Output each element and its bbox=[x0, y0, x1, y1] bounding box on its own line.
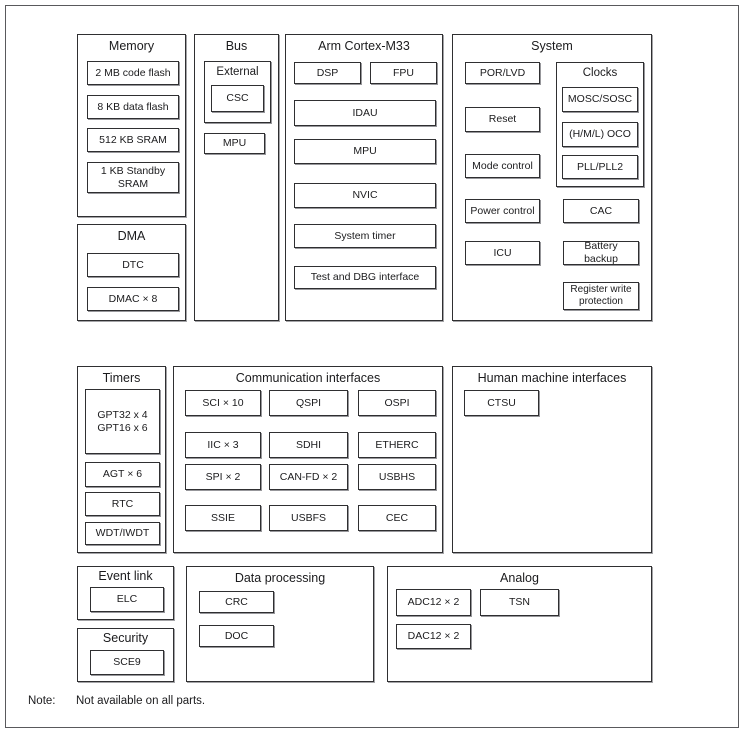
dma-title: DMA bbox=[117, 229, 146, 243]
cortex-box-mpu: MPU bbox=[294, 139, 436, 164]
cortex-box-test-dbg: Test and DBG interface bbox=[294, 266, 436, 289]
footnote-label: Note: bbox=[28, 695, 56, 707]
clocks-box-mosc-sosc: MOSC/SOSC bbox=[562, 87, 638, 112]
bus-external-group: External CSC bbox=[204, 61, 271, 123]
comm-box-ospi: OSPI bbox=[358, 390, 436, 416]
system-box-battery-backup: Battery backup bbox=[563, 240, 639, 265]
system-box-por-lvd: POR/LVD bbox=[465, 62, 540, 84]
analog-title: Analog bbox=[500, 571, 539, 585]
bus-box-mpu: MPU bbox=[204, 133, 265, 154]
analog-box-dac12: DAC12 × 2 bbox=[396, 624, 471, 649]
memory-box-standby-sram: 1 KB Standby SRAM bbox=[87, 162, 179, 193]
cortex-box-fpu: FPU bbox=[370, 62, 437, 84]
system-box-register-write-protection: Register write protection bbox=[563, 282, 639, 310]
bus-box-csc: CSC bbox=[211, 85, 264, 112]
dma-block: DMA DTC DMAC × 8 bbox=[77, 224, 186, 321]
event-link-title: Event link bbox=[98, 569, 153, 583]
security-block: Security SCE9 bbox=[77, 628, 174, 682]
comm-box-qspi: QSPI bbox=[269, 390, 348, 416]
system-box-mode-control: Mode control bbox=[465, 154, 540, 178]
security-title: Security bbox=[102, 631, 149, 645]
memory-title: Memory bbox=[108, 39, 155, 53]
event-link-block: Event link ELC bbox=[77, 566, 174, 620]
timers-box-wdt: WDT/IWDT bbox=[85, 522, 160, 545]
memory-box-data-flash: 8 KB data flash bbox=[87, 95, 179, 119]
system-clocks-group: Clocks MOSC/SOSC (H/M/L) OCO PLL/PLL2 bbox=[556, 62, 644, 187]
cortex-box-idau: IDAU bbox=[294, 100, 436, 126]
comm-box-iic: IIC × 3 bbox=[185, 432, 261, 458]
data-processing-title: Data processing bbox=[234, 571, 326, 585]
timers-box-rtc: RTC bbox=[85, 492, 160, 516]
cortex-block: Arm Cortex-M33 DSP FPU IDAU MPU NVIC Sys… bbox=[285, 34, 443, 321]
timers-block: Timers GPT32 x 4 GPT16 x 6 AGT × 6 RTC W… bbox=[77, 366, 166, 553]
timers-gpt16-label: GPT16 x 6 bbox=[97, 421, 148, 434]
timers-gpt32-label: GPT32 x 4 bbox=[97, 408, 148, 421]
cortex-title: Arm Cortex-M33 bbox=[318, 39, 410, 53]
bus-title: Bus bbox=[225, 39, 248, 53]
security-box-sce9: SCE9 bbox=[90, 650, 164, 675]
system-box-power-control: Power control bbox=[465, 199, 540, 223]
data-processing-box-crc: CRC bbox=[199, 591, 274, 613]
timers-box-agt: AGT × 6 bbox=[85, 462, 160, 487]
footnote-text: Not available on all parts. bbox=[76, 695, 206, 707]
timers-title: Timers bbox=[102, 371, 141, 385]
memory-block: Memory 2 MB code flash 8 KB data flash 5… bbox=[77, 34, 186, 217]
comm-box-etherc: ETHERC bbox=[358, 432, 436, 458]
comm-box-usbhs: USBHS bbox=[358, 464, 436, 490]
analog-box-tsn: TSN bbox=[480, 589, 559, 616]
cortex-box-dsp: DSP bbox=[294, 62, 361, 84]
memory-box-code-flash: 2 MB code flash bbox=[87, 61, 179, 85]
analog-box-adc12: ADC12 × 2 bbox=[396, 589, 471, 616]
comm-box-sci: SCI × 10 bbox=[185, 390, 261, 416]
comm-box-canfd: CAN-FD × 2 bbox=[269, 464, 348, 490]
system-box-cac: CAC bbox=[563, 199, 639, 223]
bus-external-title: External bbox=[216, 66, 259, 78]
clocks-box-pll: PLL/PLL2 bbox=[562, 155, 638, 179]
comm-box-usbfs: USBFS bbox=[269, 505, 348, 531]
system-box-icu: ICU bbox=[465, 241, 540, 265]
memory-box-sram: 512 KB SRAM bbox=[87, 128, 179, 152]
cortex-box-system-timer: System timer bbox=[294, 224, 436, 248]
dma-box-dtc: DTC bbox=[87, 253, 179, 277]
data-processing-box-doc: DOC bbox=[199, 625, 274, 647]
hmi-box-ctsu: CTSU bbox=[464, 390, 539, 416]
system-block: System POR/LVD Reset Mode control Power … bbox=[452, 34, 652, 321]
hmi-block: Human machine interfaces CTSU bbox=[452, 366, 652, 553]
comm-block: Communication interfaces SCI × 10 QSPI O… bbox=[173, 366, 443, 553]
comm-box-ssie: SSIE bbox=[185, 505, 261, 531]
cortex-box-nvic: NVIC bbox=[294, 183, 436, 208]
event-link-box-elc: ELC bbox=[90, 587, 164, 612]
comm-box-cec: CEC bbox=[358, 505, 436, 531]
system-title: System bbox=[531, 39, 573, 53]
data-processing-block: Data processing CRC DOC bbox=[186, 566, 374, 682]
comm-box-spi: SPI × 2 bbox=[185, 464, 261, 490]
dma-box-dmac: DMAC × 8 bbox=[87, 287, 179, 311]
comm-title: Communication interfaces bbox=[235, 371, 381, 385]
bus-block: Bus External CSC MPU bbox=[194, 34, 279, 321]
analog-block: Analog ADC12 × 2 TSN DAC12 × 2 bbox=[387, 566, 652, 682]
hmi-title: Human machine interfaces bbox=[477, 371, 627, 385]
timers-box-gpt: GPT32 x 4 GPT16 x 6 bbox=[85, 389, 160, 454]
clocks-box-oco: (H/M/L) OCO bbox=[562, 122, 638, 147]
comm-box-sdhi: SDHI bbox=[269, 432, 348, 458]
system-box-reset: Reset bbox=[465, 107, 540, 132]
system-clocks-title: Clocks bbox=[582, 67, 618, 79]
